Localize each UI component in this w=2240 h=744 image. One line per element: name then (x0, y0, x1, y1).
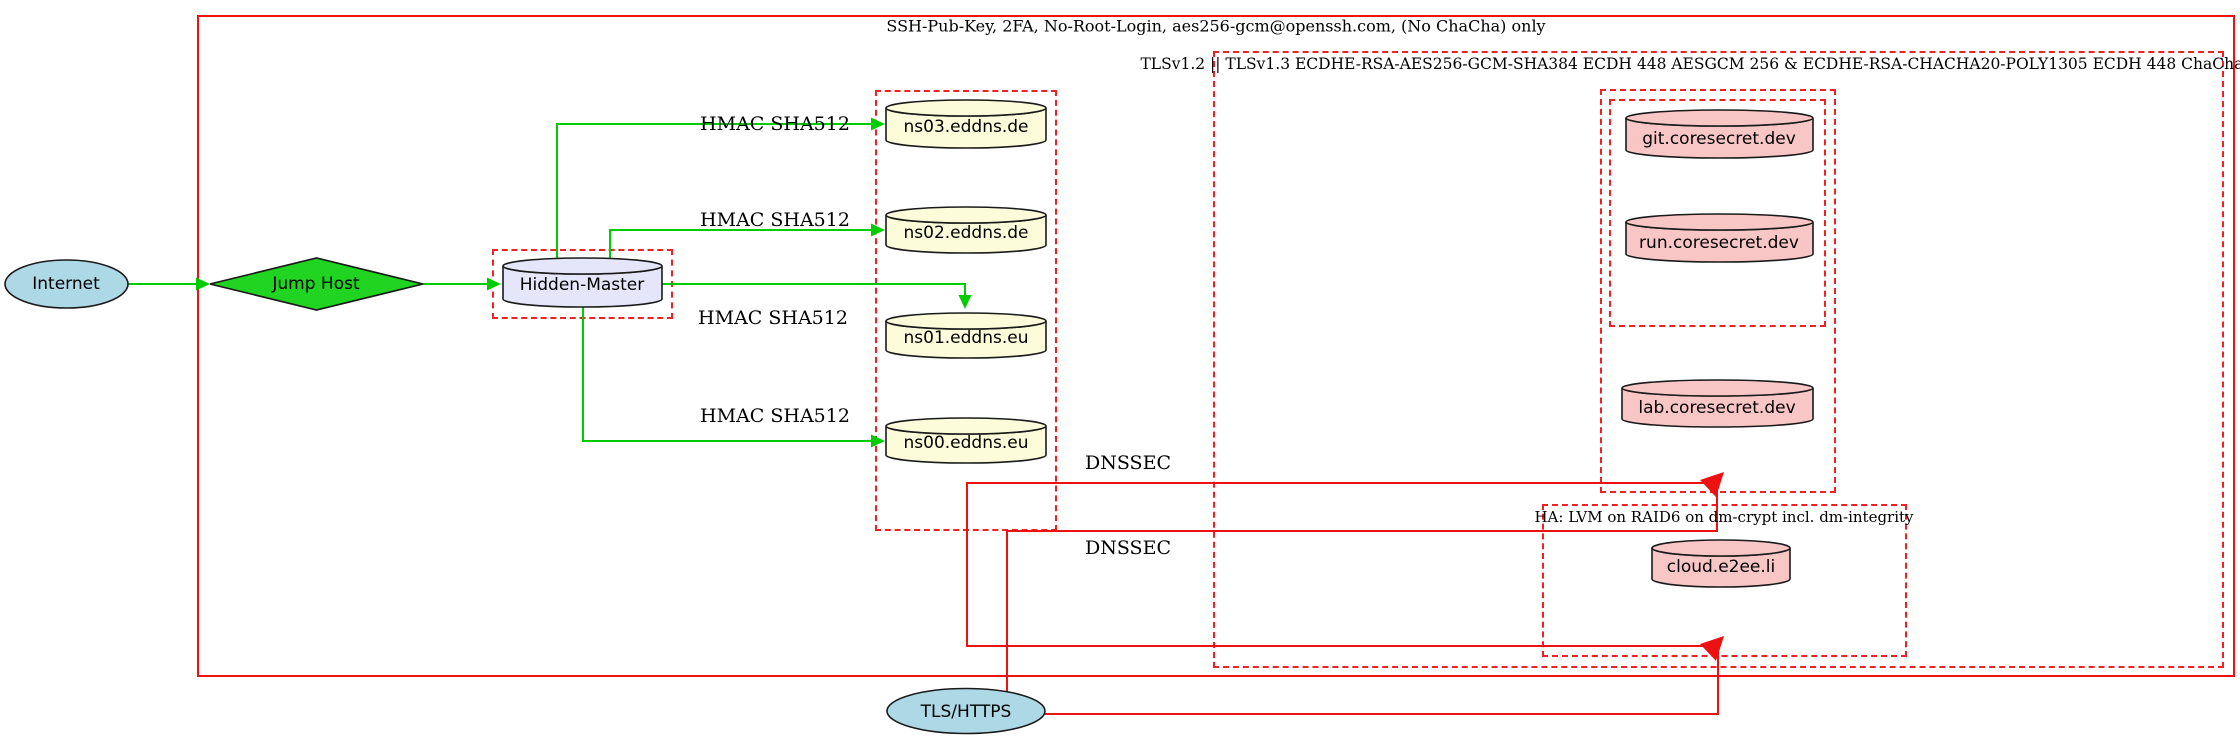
ns01-node-label: ns01.eddns.eu (903, 328, 1029, 348)
hmac-label-ns00: HMAC SHA512 (700, 405, 850, 427)
hmac-label-ns03: HMAC SHA512 (700, 113, 850, 135)
ssh-cluster-label: SSH-Pub-Key, 2FA, No-Root-Login, aes256-… (886, 16, 1546, 36)
internet-node-label: Internet (32, 274, 100, 294)
ns02-cylinder (885, 206, 1047, 254)
edge-dnssec-upper (966, 482, 1706, 647)
ha-cluster-label: HA: LVM on RAID6 on dm-crypt incl. dm-in… (1534, 508, 1914, 526)
tls-https-node-shape (886, 687, 1046, 735)
lab-cylinder (1621, 379, 1814, 428)
git-cylinder (1625, 109, 1814, 159)
edge-hiddenmaster-ns03 (556, 117, 885, 260)
cloud-node-label: cloud.e2ee.li (1666, 557, 1776, 577)
edge-internet-jumphost (127, 277, 210, 291)
jumphost-node-shape (209, 257, 424, 311)
hmac-label-ns01: HMAC SHA512 (698, 307, 848, 329)
ssh-cluster-box (197, 15, 2235, 677)
edge-hiddenmaster-ns00 (582, 306, 885, 448)
lab-node-label: lab.coresecret.dev (1638, 398, 1796, 418)
dnssec-label-upper: DNSSEC (1085, 452, 1171, 474)
cloud-cylinder (1651, 539, 1791, 588)
git-node-label: git.coresecret.dev (1642, 129, 1796, 149)
edge-hiddenmaster-ns01 (662, 283, 972, 309)
ns03-node-label: ns03.eddns.de (903, 117, 1029, 137)
tls-https-node-label: TLS/HTTPS (920, 702, 1012, 722)
coresecret-inner-box (1609, 99, 1826, 327)
ns02-node-label: ns02.eddns.de (903, 223, 1029, 243)
tls-cluster-label: TLSv1.2 || TLSv1.3 ECDHE-RSA-AES256-GCM-… (1140, 55, 2240, 73)
arrowhead-into-ha-cluster (1700, 636, 1724, 661)
arrowhead-into-coresecret-cluster (1700, 472, 1724, 497)
edge-jumphost-hiddenmaster (423, 277, 501, 291)
run-cylinder (1625, 213, 1814, 263)
jumphost-node-label: Jump Host (272, 274, 360, 294)
hmac-label-ns02: HMAC SHA512 (700, 209, 850, 231)
internet-node-shape (4, 259, 129, 309)
run-node-label: run.coresecret.dev (1639, 233, 1799, 253)
hiddenmaster-node-label: Hidden-Master (519, 275, 645, 295)
ns01-cylinder (885, 312, 1047, 359)
dnssec-label-lower: DNSSEC (1085, 537, 1171, 559)
ha-cluster-box (1542, 504, 1907, 657)
ns03-cylinder (885, 99, 1047, 149)
edge-hiddenmaster-ns02 (609, 223, 885, 260)
ns00-node-label: ns00.eddns.eu (903, 433, 1029, 453)
hiddenmaster-cylinder (502, 257, 663, 308)
edge-dnssec-lower (1006, 481, 1718, 693)
edge-tls-https (1045, 648, 1719, 715)
ns00-cylinder (885, 417, 1047, 464)
